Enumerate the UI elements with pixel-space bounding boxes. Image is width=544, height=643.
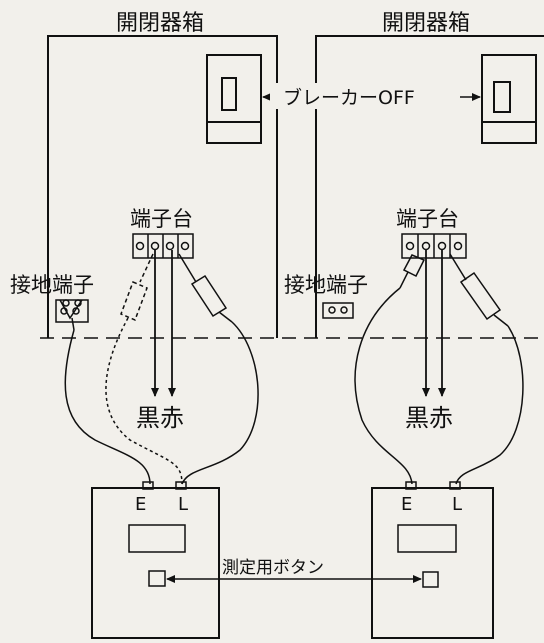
left-breaker — [206, 54, 262, 144]
left-meter — [91, 481, 220, 639]
left-meter-e-label: E — [135, 494, 146, 515]
right-breaker — [481, 54, 537, 144]
left-switch-box — [47, 35, 278, 338]
left-probe-cable — [181, 321, 259, 485]
right-meter-l-label: L — [452, 494, 462, 515]
right-wires-label: 黒赤 — [405, 404, 453, 432]
right-terminal-label: 端子台 — [396, 207, 459, 231]
right-ground-label: 接地端子 — [284, 273, 368, 297]
right-ground-terminal — [322, 302, 354, 319]
measure-button-label: 測定用ボタン — [222, 558, 324, 578]
left-ground-cable — [64, 329, 151, 485]
breaker-label: ブレーカーOFF — [283, 86, 415, 109]
right-clip-cable — [354, 287, 413, 485]
left-dashed-probe — [120, 253, 154, 321]
right-meter-e-label: E — [401, 494, 412, 515]
right-meter — [371, 481, 494, 639]
left-box-title: 開閉器箱 — [116, 11, 204, 36]
left-probe — [178, 253, 233, 323]
left-ground-label: 接地端子 — [10, 273, 94, 297]
right-terminal-block — [401, 233, 467, 259]
right-switch-box — [315, 35, 544, 338]
left-wires-label: 黒赤 — [136, 404, 184, 432]
left-terminal-block — [132, 233, 194, 259]
right-terminal-clip — [399, 254, 426, 289]
left-dashed-cable — [105, 317, 183, 485]
right-probe-cable — [455, 325, 524, 485]
left-meter-l-label: L — [178, 494, 188, 515]
right-probe — [449, 253, 509, 327]
right-box-title: 開閉器箱 — [382, 11, 470, 36]
left-terminal-label: 端子台 — [130, 207, 193, 231]
left-ground-clip — [59, 299, 83, 331]
